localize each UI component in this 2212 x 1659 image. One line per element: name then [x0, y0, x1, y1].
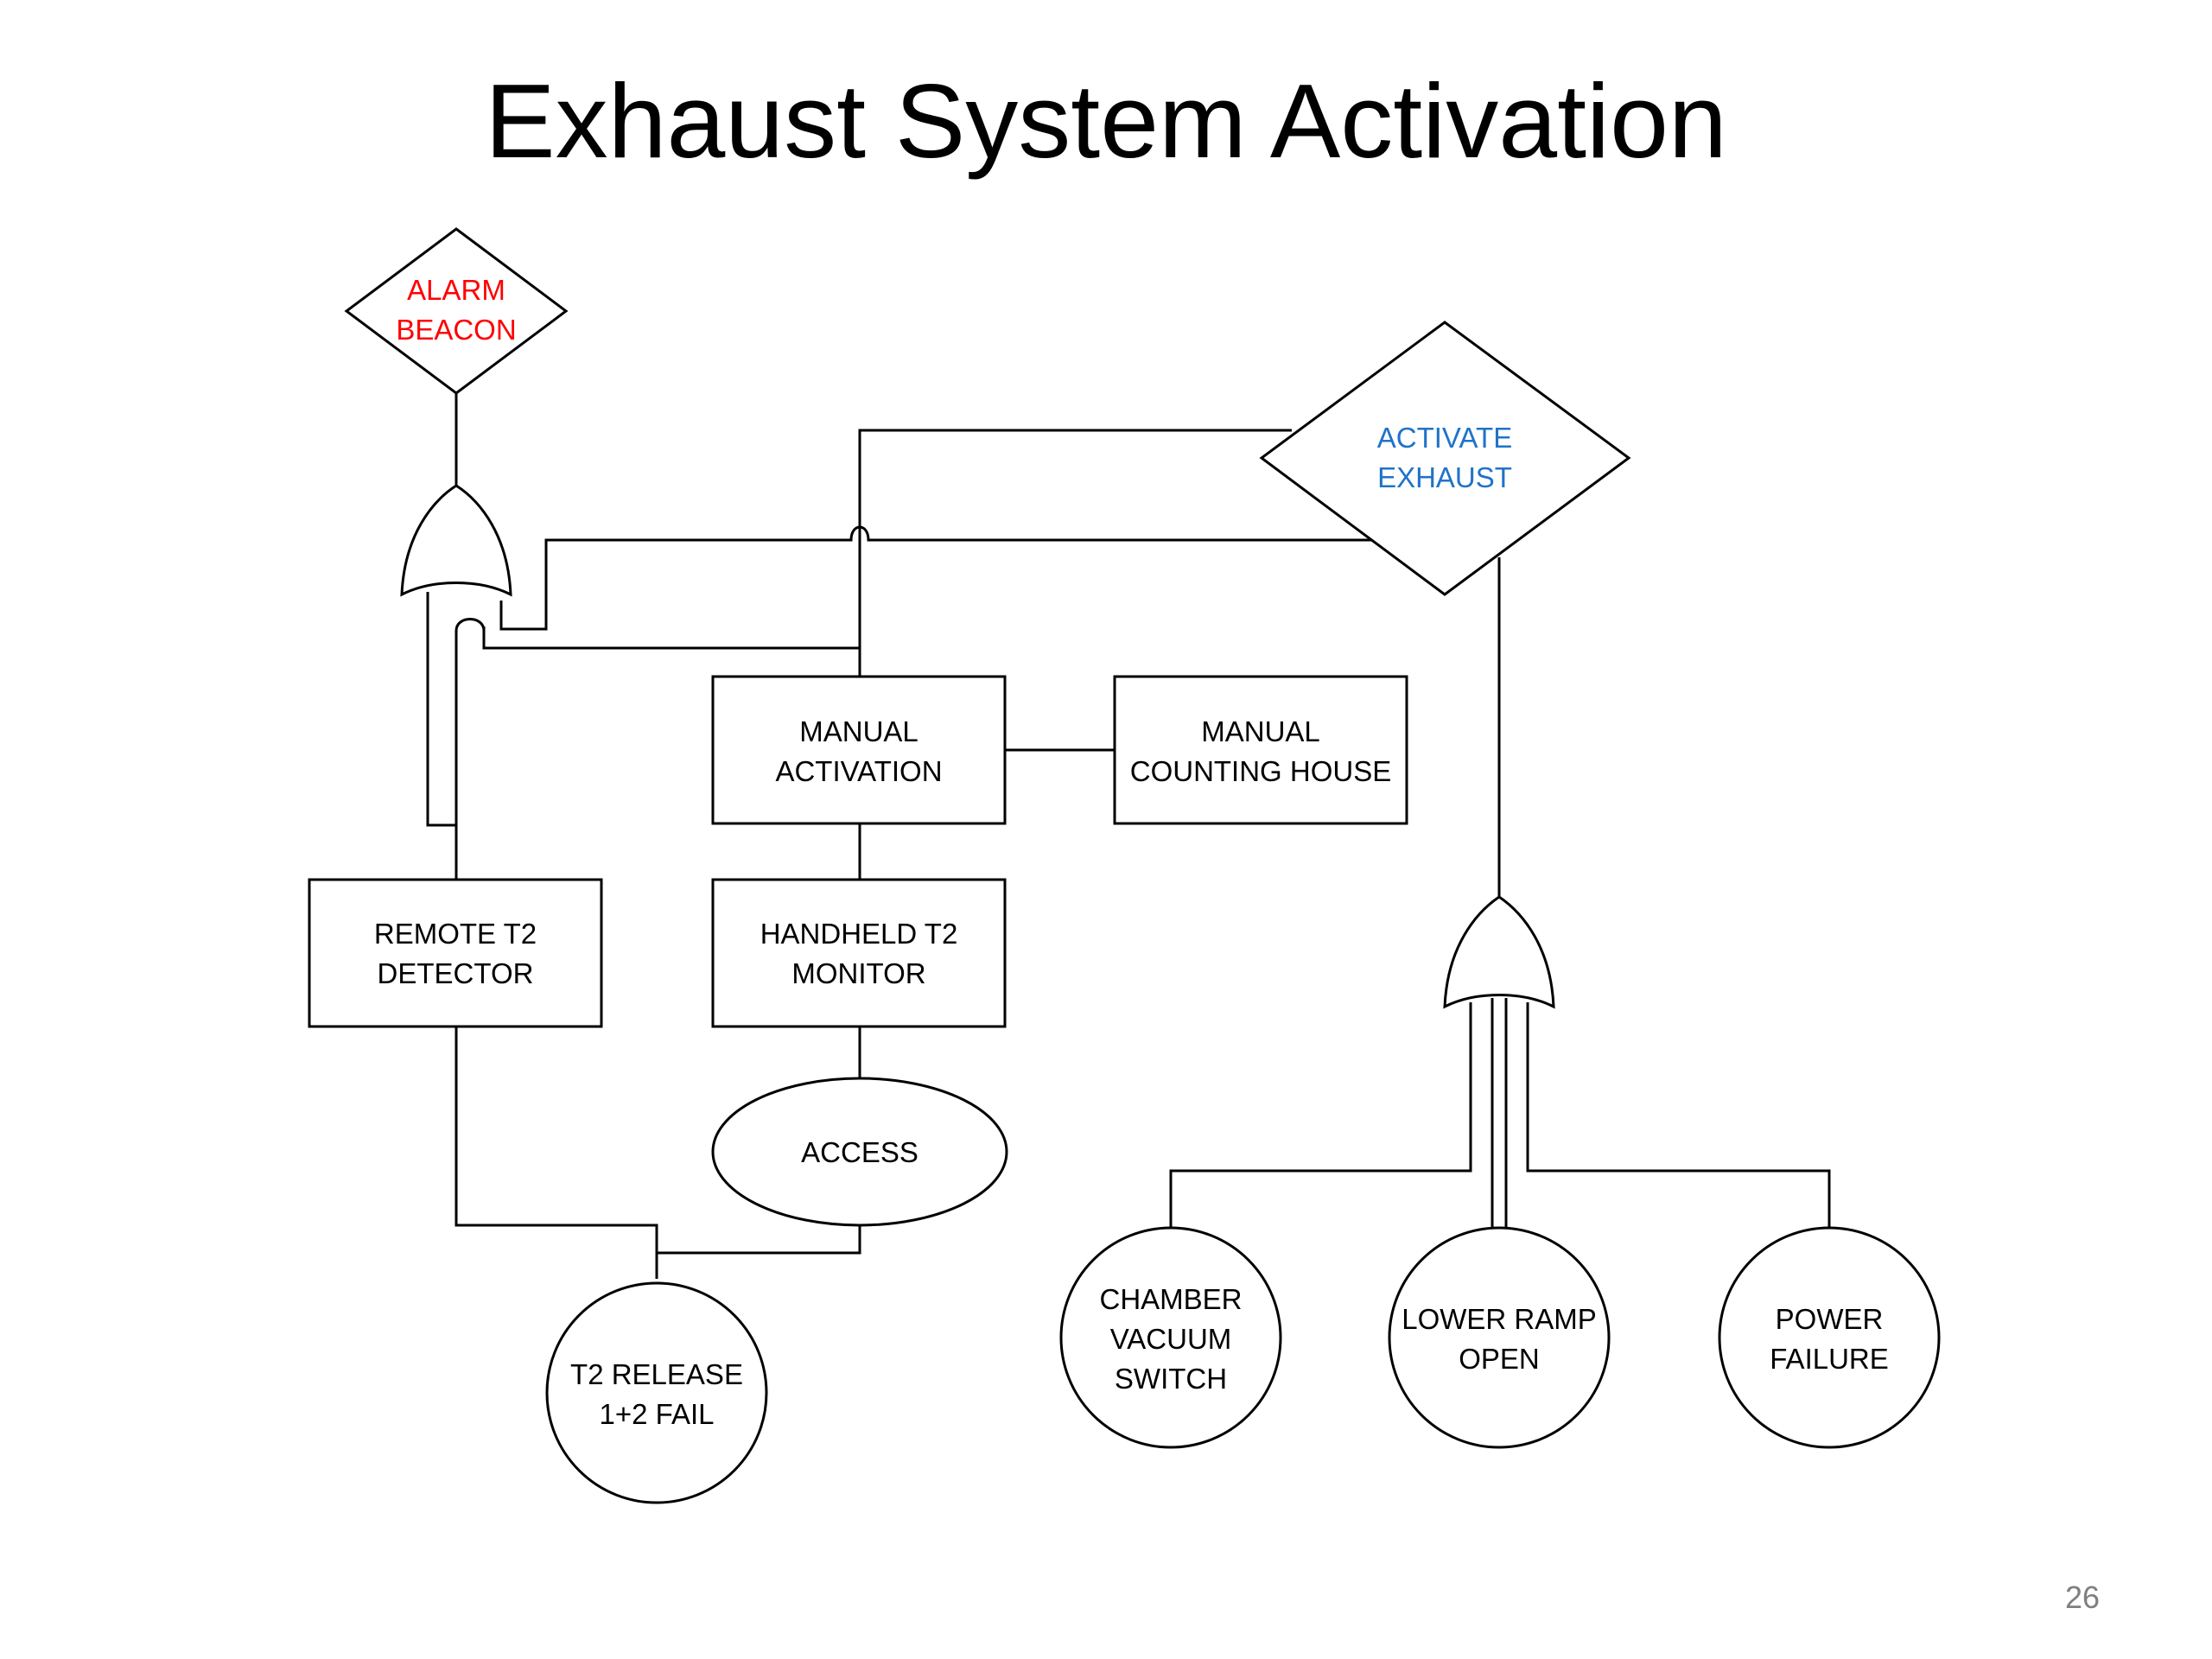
manual-activation-node: MANUAL ACTIVATION: [711, 675, 1007, 825]
or-gate-exhaust: [1443, 895, 1555, 1009]
activate-exhaust-node: ACTIVATE EXHAUST: [1259, 321, 1631, 596]
power-failure-node: POWER FAILURE: [1718, 1226, 1941, 1449]
remote-t2-detector-label-2: DETECTOR: [378, 957, 534, 989]
remote-t2-detector-node: REMOTE T2 DETECTOR: [308, 878, 603, 1028]
access-label: ACCESS: [801, 1136, 918, 1168]
chamber-vacuum-switch-label-1: CHAMBER: [1099, 1283, 1242, 1315]
wire-activate-to-or: [499, 525, 1382, 631]
t2-release-label-1: T2 RELEASE: [570, 1358, 743, 1390]
manual-counting-house-label-2: COUNTING HOUSE: [1130, 755, 1392, 787]
access-node: ACCESS: [711, 1077, 1008, 1227]
slide-title: Exhaust System Activation: [485, 62, 1727, 180]
chamber-vacuum-switch-label-3: SWITCH: [1115, 1363, 1227, 1395]
handheld-t2-monitor-node: HANDHELD T2 MONITOR: [711, 878, 1007, 1028]
manual-activation-label-2: ACTIVATION: [775, 755, 942, 787]
power-failure-label-1: POWER: [1776, 1303, 1884, 1335]
alarm-beacon-label-1: ALARM: [407, 274, 505, 306]
wire-manual-to-or: [482, 626, 861, 677]
handheld-t2-monitor-label-1: HANDHELD T2: [760, 918, 958, 950]
lower-ramp-open-label-2: OPEN: [1459, 1343, 1540, 1375]
wire-access-to-release: [657, 1225, 861, 1255]
wire-remote-to-or-left: [426, 592, 458, 880]
power-failure-label-2: FAILURE: [1770, 1343, 1889, 1375]
t2-release-node: T2 RELEASE 1+2 FAIL: [545, 1281, 768, 1504]
wire-remote-to-release: [454, 1027, 658, 1279]
manual-counting-house-label-1: MANUAL: [1201, 715, 1320, 747]
handheld-t2-monitor-label-2: MONITOR: [791, 957, 925, 989]
page-number: 26: [2064, 1580, 2100, 1615]
alarm-beacon-label-2: BEACON: [396, 314, 516, 346]
lower-ramp-open-label-1: LOWER RAMP: [1402, 1303, 1597, 1335]
wire-or2-to-chamber: [1169, 1002, 1472, 1227]
manual-counting-house-node: MANUAL COUNTING HOUSE: [1113, 675, 1408, 825]
chamber-vacuum-switch-node: CHAMBER VACUUM SWITCH: [1059, 1226, 1282, 1449]
t2-release-label-2: 1+2 FAIL: [599, 1398, 714, 1430]
alarm-beacon-node: ALARM BEACON: [344, 227, 569, 395]
activate-exhaust-label-2: EXHAUST: [1377, 461, 1512, 493]
connector-lines: [426, 393, 1831, 1279]
or-gate-alarm: [400, 484, 512, 597]
wire-activate-to-manual: [858, 429, 1292, 677]
wire-or2-to-power: [1526, 1002, 1831, 1227]
chamber-vacuum-switch-label-2: VACUUM: [1110, 1323, 1232, 1355]
remote-t2-detector-label-1: REMOTE T2: [374, 918, 537, 950]
lower-ramp-open-node: LOWER RAMP OPEN: [1388, 1226, 1611, 1449]
manual-activation-label-1: MANUAL: [799, 715, 918, 747]
wire-remote-to-or-mid: [454, 618, 486, 825]
activate-exhaust-label-1: ACTIVATE: [1377, 422, 1512, 454]
